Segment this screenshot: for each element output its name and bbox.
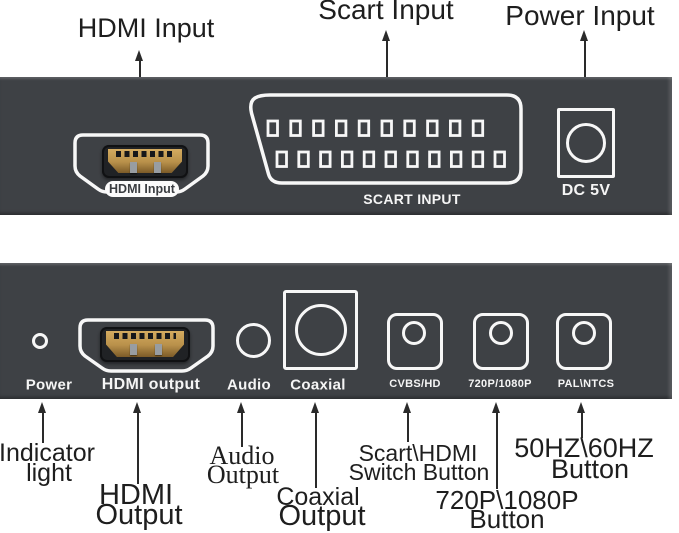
arrow-to-power-input xyxy=(580,30,589,97)
callout-720p-1080p-button-2: Button xyxy=(469,504,545,533)
audio-label: Audio xyxy=(227,376,271,394)
hdmi-output-label: HDMI output xyxy=(101,376,201,393)
arrow-to-resolution-button xyxy=(492,402,501,489)
callout-coaxial-output-1: Coaxial xyxy=(276,483,360,511)
arrow-to-hdmi-output xyxy=(133,402,142,484)
pal-ntsc-button xyxy=(556,313,612,370)
power-label: Power xyxy=(25,376,73,394)
hdmi-tab xyxy=(155,344,162,355)
callout-audio-output-2: Output xyxy=(206,460,280,489)
hdmi-input-connector xyxy=(102,145,188,178)
coaxial-jack-pin xyxy=(295,304,347,356)
dc-jack xyxy=(557,108,615,178)
arrow-to-coaxial-jack xyxy=(311,402,320,488)
cvbs-hd-label: CVBS/HD xyxy=(389,378,441,390)
arrow-to-pal-button xyxy=(577,402,586,438)
cvbs-hd-button xyxy=(387,313,443,370)
callout-indicator-light-1: Indicator xyxy=(0,439,95,467)
arrow-to-cvbs-button xyxy=(403,402,412,442)
resolution-button xyxy=(473,313,529,370)
scart-port xyxy=(249,93,523,185)
dc-5v-label: DC 5V xyxy=(561,182,611,199)
hdmi-tab xyxy=(130,162,137,173)
callout-hdmi-output-1: HDMI xyxy=(98,479,174,511)
callout-scart-hdmi-switch-2: Switch Button xyxy=(348,459,490,485)
power-led xyxy=(32,333,48,349)
callout-coaxial-output-2: Output xyxy=(278,500,366,532)
callout-scart-hdmi-switch-1: Scart\HDMI xyxy=(358,440,478,466)
callout-scart-input: Scart Input xyxy=(318,0,454,25)
coaxial-label: Coaxial xyxy=(290,376,346,394)
callout-hdmi-input: HDMI Input xyxy=(77,13,215,43)
callout-720p-1080p-button-1: 720P\1080P xyxy=(435,485,579,515)
hdmi-output-connector xyxy=(100,327,190,362)
hdmi-output-port xyxy=(78,318,215,373)
resolution-button-cap xyxy=(489,321,513,345)
dc-jack-pin xyxy=(566,123,606,163)
cvbs-hd-button-cap xyxy=(402,321,426,345)
coaxial-jack xyxy=(283,290,358,370)
pal-ntsc-button-cap xyxy=(572,321,596,345)
arrow-to-audio-jack xyxy=(237,402,246,447)
scart-input-label: SCART INPUT xyxy=(363,191,461,207)
hdmi-pin-row xyxy=(116,151,174,157)
hdmi-input-pill-label: HDMI Input xyxy=(105,181,179,197)
callout-50hz-60hz-button-2: Button xyxy=(550,454,630,484)
pal-ntsc-label: PAL\NTCS xyxy=(557,378,615,390)
callout-50hz-60hz-button-1: 50HZ\60HZ xyxy=(514,433,654,463)
callout-audio-output-1: Audio xyxy=(209,441,275,470)
hdmi-pin-row xyxy=(114,333,176,339)
hdmi-tab xyxy=(154,162,161,173)
callout-power-input: Power Input xyxy=(505,0,655,31)
callout-indicator-light-2: light xyxy=(26,459,72,487)
scart-pins xyxy=(266,119,506,168)
arrow-to-power-led xyxy=(38,402,47,443)
audio-jack xyxy=(236,323,271,358)
callout-hdmi-output-2: Output xyxy=(95,499,183,531)
arrow-to-scart-input xyxy=(382,30,391,88)
resolution-label: 720P/1080P xyxy=(468,378,532,390)
hdmi-tab xyxy=(130,344,137,355)
